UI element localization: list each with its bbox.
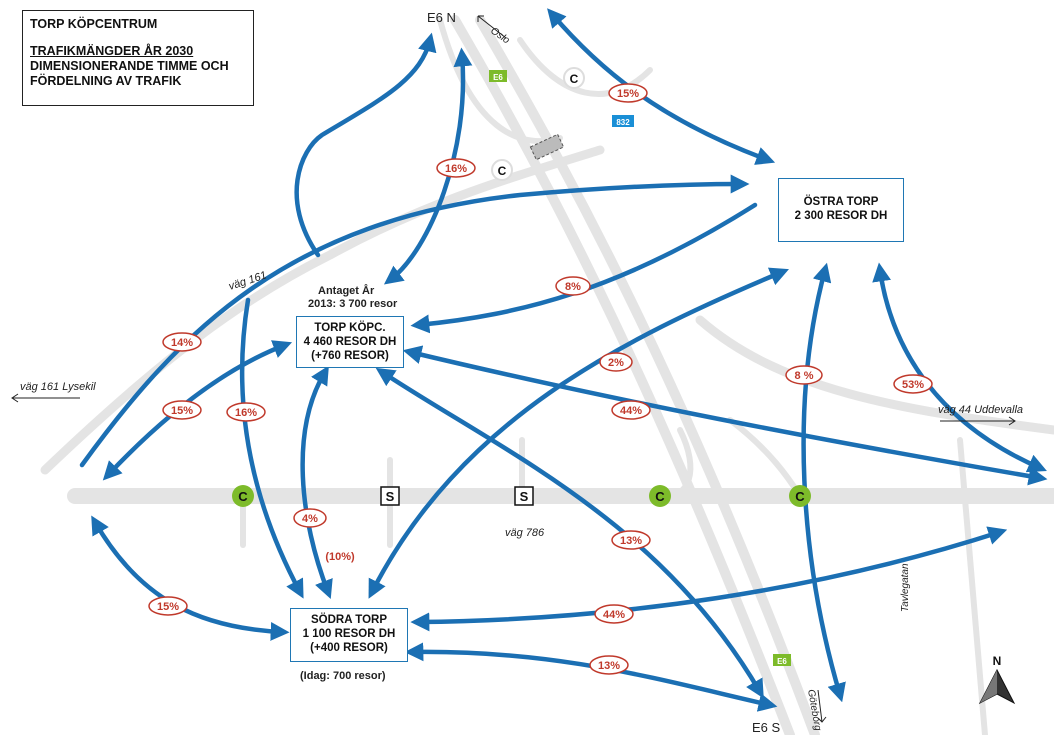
arrow-torp-west: [102, 340, 293, 481]
arrow-west-north: [294, 32, 437, 258]
svg-text:15%: 15%: [157, 601, 179, 613]
svg-text:S: S: [520, 489, 529, 504]
c-symbol-green-2: C: [649, 485, 671, 507]
arrow-west-sodra-bottom: [91, 515, 290, 641]
label-vag786: väg 786: [505, 527, 545, 539]
svg-text:14%: 14%: [171, 337, 193, 349]
zone-ostra-torp: ÖSTRA TORP 2 300 RESOR DH: [778, 178, 904, 242]
pct-4: 4%: [293, 508, 327, 528]
direction-arrows-thin: [11, 15, 1016, 723]
c-symbol-green-1: C: [232, 485, 254, 507]
pct-44-top: 44%: [611, 400, 651, 420]
label-vag161-lysekil: väg 161 Lysekil: [20, 381, 96, 393]
label-vag44: väg 44 Uddevalla: [938, 404, 1023, 416]
zone-torp-name: TORP KÖPC.: [314, 322, 386, 334]
pct-16-left: 16%: [226, 402, 266, 422]
svg-text:E6: E6: [777, 657, 787, 666]
c-symbol-white-1: C: [563, 67, 585, 89]
route-832-shield: 832: [612, 115, 634, 127]
arrow-ne-oslo: [547, 8, 776, 165]
svg-text:15%: 15%: [171, 405, 193, 417]
pct-14: 14%: [162, 332, 202, 352]
svg-text:C: C: [795, 489, 805, 504]
sodra-note: (Idag: 700 resor): [300, 670, 386, 682]
svg-text:53%: 53%: [902, 379, 924, 391]
s-symbol-2: S: [514, 486, 534, 506]
svg-text:C: C: [570, 72, 579, 86]
svg-text:16%: 16%: [235, 407, 257, 419]
road-tavlegatan: [957, 437, 988, 735]
title-name: TORP KÖPCENTRUM: [30, 17, 158, 31]
pct-13-mid: 13%: [611, 530, 651, 550]
torp-note-line2: 2013: 3 700 resor: [308, 298, 398, 310]
arrow-north-torp: [383, 47, 473, 285]
label-tavlegatan: Tavlegatan: [900, 563, 911, 612]
zone-torp-kopc: TORP KÖPC. 4 460 RESOR DH (+760 RESOR): [296, 316, 404, 368]
svg-text:15%: 15%: [617, 88, 639, 100]
pct-8-torp: 8%: [555, 276, 591, 296]
pct-15-left: 15%: [162, 400, 202, 420]
e6-shield-north: E6: [489, 70, 507, 82]
svg-text:44%: 44%: [603, 609, 625, 621]
svg-text:C: C: [238, 489, 248, 504]
label-e6-s: E6 S: [752, 720, 781, 735]
arrow-ostra-e6s: [801, 262, 846, 703]
svg-text:44%: 44%: [620, 405, 642, 417]
label-e6-n: E6 N: [427, 10, 456, 25]
zone-sodra-extra: (+400 RESOR): [310, 642, 388, 654]
pct-15-bottom: 15%: [148, 596, 188, 616]
c-symbol-white-2: C: [491, 159, 513, 181]
title-line3: DIMENSIONERANDE TIMME OCH: [30, 59, 229, 73]
svg-text:13%: 13%: [598, 660, 620, 672]
svg-text:C: C: [655, 489, 665, 504]
torp-note-line1: Antaget År: [318, 285, 375, 297]
svg-text:E6: E6: [493, 73, 503, 82]
pct-44-bottom: 44%: [594, 604, 634, 624]
svg-text:8 %: 8 %: [795, 370, 814, 382]
pct-13-bottom: 13%: [589, 655, 629, 675]
svg-text:C: C: [498, 164, 507, 178]
svg-text:8%: 8%: [565, 281, 581, 293]
zone-torp-extra: (+760 RESOR): [311, 350, 389, 362]
svg-text:4%: 4%: [302, 513, 318, 525]
road-labels: E6 N E6 S Oslo Göteborg väg 161 väg 161 …: [20, 10, 1023, 735]
pct-2: 2%: [599, 352, 633, 372]
zone-sodra-torp: SÖDRA TORP 1 100 RESOR DH (+400 RESOR): [290, 608, 408, 662]
flow-arrows: [79, 8, 1048, 712]
north-arrow-icon: N: [978, 654, 1016, 705]
pct-53: 53%: [893, 374, 933, 394]
arrow-west-sodra: [239, 297, 304, 599]
c-symbol-green-3: C: [789, 485, 811, 507]
zone-sodra-name: SÖDRA TORP: [310, 614, 388, 626]
pct-15-ne: 15%: [608, 83, 648, 103]
road-e6-a: [450, 15, 795, 735]
zone-ostra-trips: 2 300 RESOR DH: [794, 210, 888, 222]
arrow-sodra-e6s: [404, 642, 778, 712]
svg-text:S: S: [386, 489, 395, 504]
zone-ostra-name: ÖSTRA TORP: [803, 196, 879, 208]
arrow-ostra-sodra: [368, 267, 789, 599]
svg-text:2%: 2%: [608, 357, 624, 369]
svg-text:832: 832: [616, 118, 630, 127]
svg-text:16%: 16%: [445, 163, 467, 175]
arrow-sodra-east: [410, 526, 1008, 632]
title-subtitle: TRAFIKMÄNGDER ÅR 2030: [30, 44, 194, 58]
svg-text:13%: 13%: [620, 535, 642, 547]
zone-torp-trips: 4 460 RESOR DH: [303, 336, 397, 348]
pct-8-east: 8 %: [785, 365, 823, 385]
zone-sodra-trips: 1 100 RESOR DH: [302, 628, 396, 640]
title-line4: FÖRDELNING AV TRAFIK: [30, 74, 182, 88]
pct-labels: 15% 16% 8% 14% 15% 16% 2% 8 % 53% 44% 4%…: [148, 83, 933, 675]
s-symbol-1: S: [380, 486, 400, 506]
pct-10: (10%): [325, 551, 355, 563]
title-box: TORP KÖPCENTRUM TRAFIKMÄNGDER ÅR 2030 DI…: [22, 10, 254, 106]
e6-shield-south: E6: [773, 654, 791, 666]
pct-16-top: 16%: [436, 158, 476, 178]
svg-text:N: N: [993, 654, 1002, 668]
arrow-sodra-torp: [300, 365, 333, 600]
